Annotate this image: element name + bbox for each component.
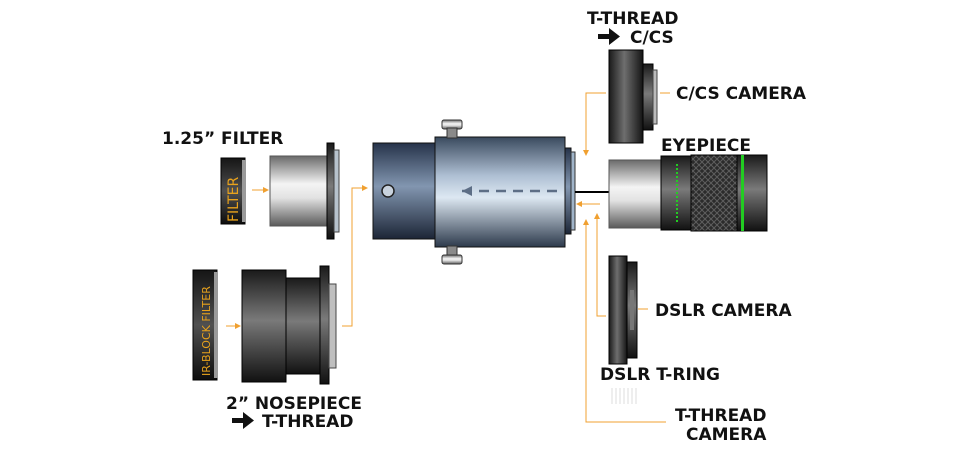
nosepiece-2in — [241, 265, 337, 385]
tthread-camera-label-line2: CAMERA — [686, 425, 767, 445]
arrow-right-icon — [232, 412, 254, 429]
eyepiece-label: EYEPIECE — [661, 136, 751, 156]
nosepiece-label-line2: T-THREAD — [262, 412, 353, 432]
set-screw-icon — [381, 184, 395, 198]
ir-block-filter: IR-BLOCK FILTER — [192, 269, 218, 381]
dslr-tring-label: DSLR T-RING — [600, 365, 720, 385]
arrow-right-icon — [598, 28, 620, 45]
filter-arrow — [252, 187, 269, 193]
filter-cell: FILTER — [220, 157, 246, 225]
filter-cell-text: FILTER — [226, 177, 242, 222]
right-connectors — [576, 92, 666, 423]
faint-thread-marks — [611, 388, 637, 404]
ir-block-filter-text: IR-BLOCK FILTER — [200, 286, 213, 376]
eyepiece-barrel-125 — [269, 142, 340, 240]
cs-adapter — [608, 49, 658, 144]
tthread-cs-label-line2: C/CS — [630, 28, 674, 48]
left-connector — [342, 185, 368, 327]
filter-125-label: 1.25” FILTER — [162, 129, 283, 149]
cs-camera-label: C/CS CAMERA — [676, 84, 807, 104]
thumbscrew-top[interactable] — [441, 119, 463, 139]
tthread-camera-label-line1: T-THREAD — [675, 406, 766, 426]
nosepiece-label-line1: 2” NOSEPIECE — [226, 394, 362, 414]
ir-arrow — [226, 323, 241, 329]
eyepiece — [608, 154, 768, 232]
adapter-body — [372, 136, 576, 248]
tthread-cs-label-line1: T-THREAD — [587, 9, 678, 29]
thumbscrew-bottom[interactable] — [441, 245, 463, 265]
dslr-tring — [608, 255, 638, 365]
dslr-camera-label: DSLR CAMERA — [655, 301, 792, 321]
